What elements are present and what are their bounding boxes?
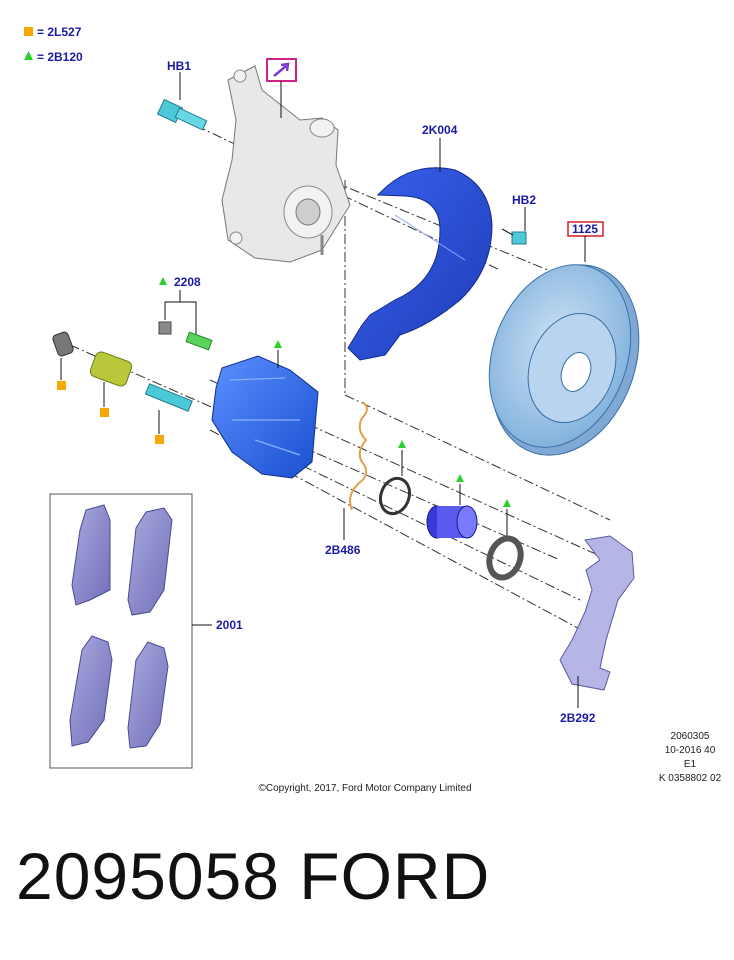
legend-square-icon (24, 27, 33, 36)
callout-2208: 2208 (174, 275, 201, 289)
brake-caliper (211, 355, 319, 479)
part-number-title: 2095058 FORD (16, 839, 491, 913)
wheel-knuckle (221, 65, 351, 263)
brake-disc (488, 264, 640, 456)
caliper-bracket (559, 535, 635, 691)
callout-2001: 2001 (216, 618, 243, 632)
guide-pin-bolt (144, 383, 193, 412)
info-block: 2060305 10-2016 40 E1 K 0358802 02 (659, 731, 722, 784)
callout-2b486: 2B486 (325, 543, 361, 557)
info-line-2: 10-2016 40 (665, 745, 716, 756)
square-marker-icon-3 (155, 435, 164, 444)
triangle-2208-icon (159, 277, 167, 285)
bleeder-parts (158, 321, 213, 351)
callout-1125: 1125 (572, 222, 598, 236)
guide-pin-cap (52, 331, 74, 357)
legend: = 2L527 = 2B120 (24, 25, 83, 64)
wear-indicator-wire (349, 401, 368, 511)
legend-triangle-icon (24, 51, 33, 60)
callout-hb1: HB1 (167, 59, 191, 73)
triangle-boot-icon (503, 499, 511, 507)
triangle-piston-icon (456, 474, 464, 482)
guide-pin-sleeve (89, 351, 133, 387)
callout-hb2: HB2 (512, 193, 536, 207)
bolt-hb1 (156, 98, 208, 131)
caliper-piston (426, 505, 478, 539)
callout-2k004: 2K004 (422, 123, 458, 137)
info-line-3: E1 (684, 759, 697, 770)
square-marker-icon-1 (57, 381, 66, 390)
splash-shield (347, 167, 493, 361)
info-line-1: 2060305 (671, 731, 710, 742)
triangle-caliper-icon (274, 340, 282, 348)
piston-dust-boot (486, 535, 524, 581)
copyright-text: ©Copyright, 2017, Ford Motor Company Lim… (258, 783, 471, 794)
triangle-seal-icon (398, 440, 406, 448)
seal-ring (378, 476, 412, 516)
square-marker-icon-2 (100, 408, 109, 417)
bolt-hb2 (501, 228, 527, 245)
legend-text-square: = 2L527 (37, 25, 82, 39)
brake-pads-box (49, 493, 193, 769)
highlight-arrow-box (266, 58, 297, 118)
legend-text-triangle: = 2B120 (37, 50, 83, 64)
info-line-4: K 0358802 02 (659, 773, 722, 784)
callout-2b292: 2B292 (560, 711, 596, 725)
